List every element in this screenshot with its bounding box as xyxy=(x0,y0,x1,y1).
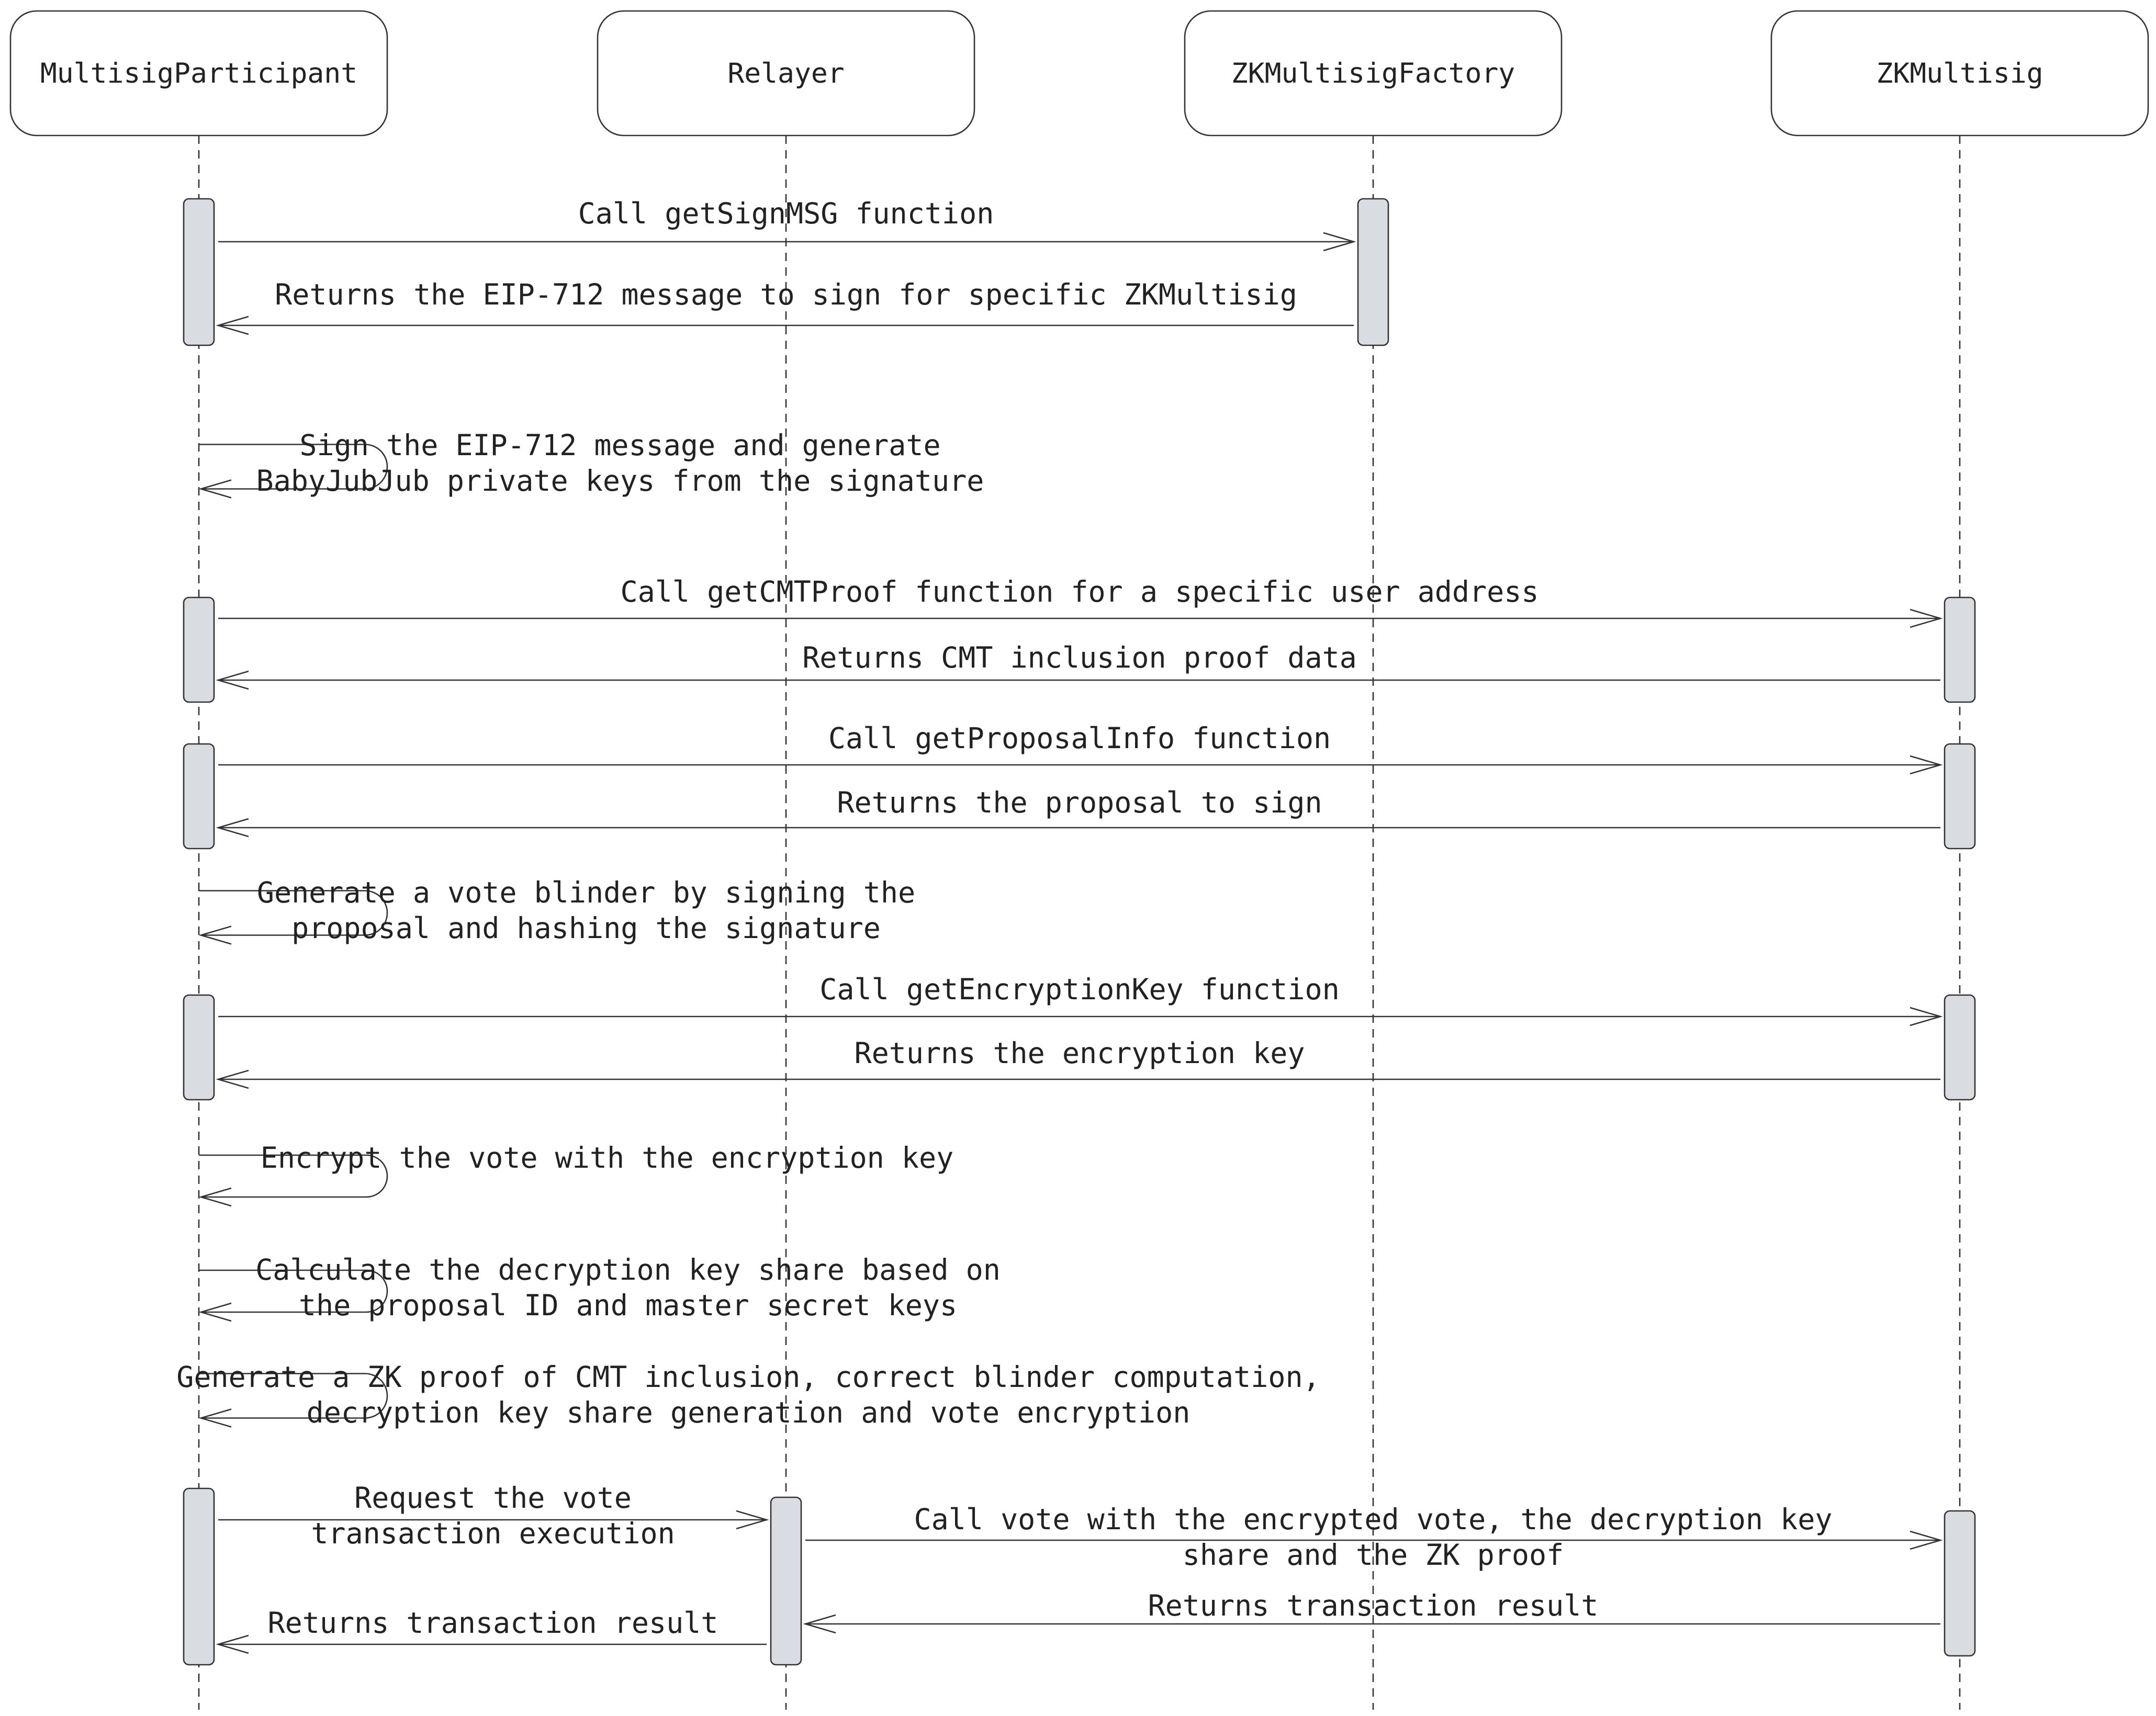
arrowhead xyxy=(198,1408,232,1428)
message: Returns the EIP-712 message to sign for … xyxy=(216,278,1354,335)
message-label: Request the vote xyxy=(354,1481,632,1515)
arrowhead xyxy=(1910,608,1943,628)
participant-box xyxy=(1184,10,1563,137)
message-label: BabyJubJub private keys from the signatu… xyxy=(256,464,984,498)
message-label: Generate a ZK proof of CMT inclusion, co… xyxy=(176,1360,1320,1394)
arrowhead xyxy=(198,479,232,499)
activation-bar xyxy=(1944,596,1976,703)
message-label: Returns the encryption key xyxy=(855,1036,1305,1070)
self-message-loop xyxy=(199,1373,388,1419)
participant-label: Relayer xyxy=(727,58,844,89)
arrowhead xyxy=(736,1510,769,1530)
arrowhead xyxy=(216,670,249,690)
participant-participant: MultisigParticipant xyxy=(9,10,388,137)
participant-label: MultisigParticipant xyxy=(40,58,357,89)
arrowhead xyxy=(198,925,232,945)
message-label: Call vote with the encrypted vote, the d… xyxy=(914,1503,1833,1536)
participant-factory: ZKMultisigFactory xyxy=(1184,10,1563,137)
activation-bar xyxy=(183,198,215,346)
participants-layer: MultisigParticipant Relayer ZKMultisigFact… xyxy=(9,10,2149,137)
arrowhead xyxy=(216,818,249,838)
arrowhead xyxy=(198,1187,232,1207)
message: Generate a ZK proof of CMT inclusion, co… xyxy=(176,1360,1320,1429)
activation-bar xyxy=(1357,198,1389,346)
message: Returns transaction result xyxy=(803,1589,1940,1634)
message: Call vote with the encrypted vote, the d… xyxy=(805,1503,1943,1572)
message-label: Encrypt the vote with the encryption key xyxy=(261,1141,954,1175)
activation-bar xyxy=(183,596,215,703)
message-label: Call getSignMSG function xyxy=(578,197,994,230)
lifelines-layer xyxy=(198,136,1961,1710)
activation-bar xyxy=(770,1496,802,1666)
message-label: Returns transaction result xyxy=(1148,1589,1599,1622)
message-label: Returns the EIP-712 message to sign for … xyxy=(275,278,1297,311)
message: Returns the proposal to sign xyxy=(216,786,1940,838)
message-label: Call getProposalInfo function xyxy=(828,721,1331,755)
participant-box xyxy=(1770,10,2149,137)
activation-bar xyxy=(183,994,215,1101)
message: Returns CMT inclusion proof data xyxy=(216,641,1940,690)
message-label: Sign the EIP-712 message and generate xyxy=(299,428,940,462)
activation-bar xyxy=(1944,743,1976,850)
self-message-loop xyxy=(199,1269,388,1313)
arrowhead xyxy=(1910,755,1943,775)
arrowhead xyxy=(1910,1530,1943,1550)
activations-layer xyxy=(183,198,1976,1666)
participant-box xyxy=(597,10,975,137)
message-label: proposal and hashing the signature xyxy=(291,911,881,945)
arrowhead xyxy=(216,315,249,335)
message-label: decryption key share generation and vote… xyxy=(307,1396,1191,1429)
self-message-loop xyxy=(199,890,388,936)
arrowhead xyxy=(216,1634,249,1654)
arrowhead xyxy=(1910,1007,1943,1026)
message-label: Call getCMTProof function for a specific… xyxy=(621,575,1539,608)
message-label: Call getEncryptionKey function xyxy=(819,973,1339,1006)
arrowhead xyxy=(1323,232,1356,252)
arrowhead xyxy=(198,1302,232,1322)
self-message-loop xyxy=(199,1154,388,1198)
message: Call getEncryptionKey function xyxy=(218,973,1943,1026)
message-label: Returns transaction result xyxy=(268,1606,718,1640)
message: Calculate the decryption key share based… xyxy=(198,1253,1001,1322)
activation-bar xyxy=(183,1487,215,1666)
message-label: Returns CMT inclusion proof data xyxy=(802,641,1357,674)
message-label: share and the ZK proof xyxy=(1183,1538,1564,1572)
message: Call getCMTProof function for a specific… xyxy=(218,575,1943,628)
message: Call getProposalInfo function xyxy=(218,721,1943,775)
participant-relayer: Relayer xyxy=(597,10,975,137)
message: Sign the EIP-712 message and generateBab… xyxy=(198,428,984,499)
arrowhead xyxy=(216,1069,249,1089)
message-label: Returns the proposal to sign xyxy=(837,786,1322,819)
activation-bar xyxy=(1944,1510,1976,1657)
activation-bar xyxy=(183,743,215,850)
message-label: Generate a vote blinder by signing the xyxy=(257,876,915,909)
message: Encrypt the vote with the encryption key xyxy=(198,1141,954,1207)
arrowhead xyxy=(803,1614,836,1634)
message-label: Calculate the decryption key share based… xyxy=(255,1253,1001,1286)
message-label: the proposal ID and master secret keys xyxy=(299,1289,957,1322)
participant-label: ZKMultisig xyxy=(1876,58,2043,89)
participant-multisig: ZKMultisig xyxy=(1770,10,2149,137)
participant-label: ZKMultisigFactory xyxy=(1231,58,1515,89)
message-label: transaction execution xyxy=(311,1517,675,1550)
activation-bar xyxy=(1944,994,1976,1101)
message: Returns the encryption key xyxy=(216,1036,1940,1089)
message: Generate a vote blinder by signing thepr… xyxy=(198,876,915,945)
self-message-loop xyxy=(199,444,388,490)
message: Returns transaction result xyxy=(216,1606,767,1654)
message: Call getSignMSG function xyxy=(218,197,1356,252)
participant-box xyxy=(9,10,388,137)
